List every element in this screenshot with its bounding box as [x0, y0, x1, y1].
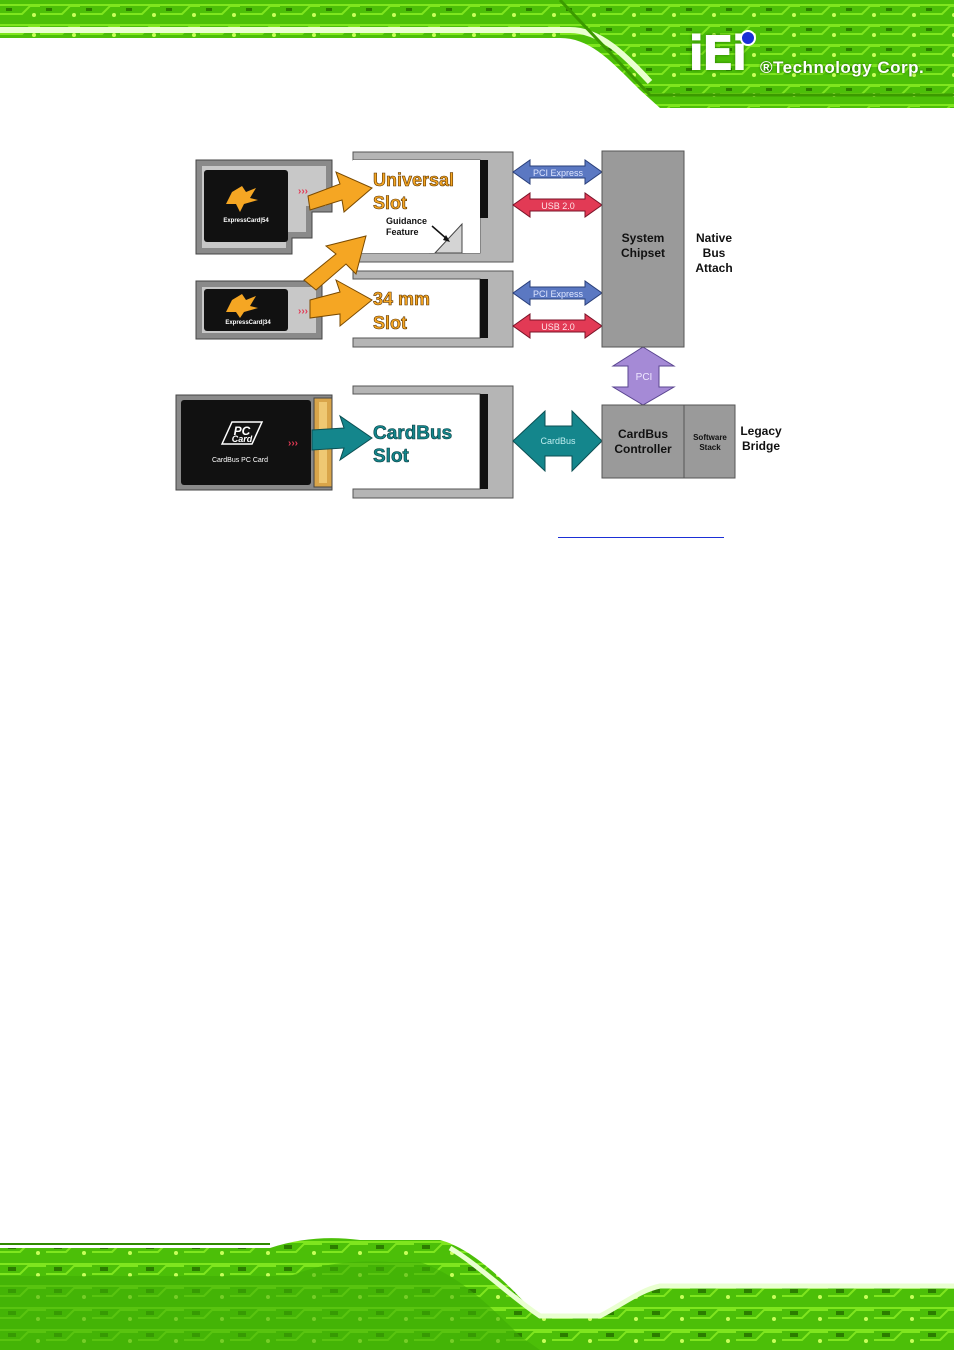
34mm-slot-frame	[353, 271, 513, 347]
svg-text:›››: ›››	[298, 186, 308, 197]
usb-bus-arrow-34mm: USB 2.0	[513, 314, 602, 338]
pccard-label: CardBus PC Card	[212, 457, 268, 464]
cardbus-controller-label-line1: CardBus	[618, 427, 668, 441]
expresscard54-label: ExpressCard|54	[223, 218, 269, 224]
34mm-slot-label-line2: Slot	[373, 313, 407, 333]
usb-bus-label: USB 2.0	[541, 322, 575, 332]
cardbus-bus-arrow: CardBus	[513, 411, 602, 471]
software-stack-label-line2: Stack	[699, 443, 721, 452]
34mm-slot-label-line1: 34 mm	[373, 289, 430, 309]
pcie-bus-label: PCI Express	[533, 168, 584, 178]
system-chipset-label-line1: System	[622, 231, 665, 245]
page-footer	[0, 1236, 954, 1350]
native-bus-note-line1: Native	[696, 231, 732, 245]
expresscard34-card: ExpressCard|34 ›››	[196, 281, 322, 339]
expresscard-architecture-diagram: ExpressCard|54 ››› ExpressCard|34 ››› PC…	[0, 0, 954, 560]
software-stack-block: Software Stack	[684, 405, 735, 478]
software-stack-label-line1: Software	[693, 433, 727, 442]
expresscard34-to-universal-arrow	[304, 236, 366, 290]
pci-bus-label: PCI	[636, 372, 653, 383]
legacy-bridge-note-line1: Legacy	[740, 424, 782, 438]
pcie-bus-label: PCI Express	[533, 289, 584, 299]
footer-pcb-banner	[0, 1236, 954, 1350]
native-bus-note-line3: Attach	[695, 261, 732, 275]
svg-text:›››: ›››	[298, 306, 308, 317]
pccard-card: PC Card CardBus PC Card ›››	[176, 395, 332, 490]
cardbus-controller-block: CardBus Controller	[602, 405, 684, 478]
universal-slot-label-line2: Slot	[373, 193, 407, 213]
usb-bus-arrow-universal: USB 2.0	[513, 193, 602, 217]
universal-slot-label-line1: Universal	[373, 170, 454, 190]
expresscard34-label: ExpressCard|34	[225, 320, 271, 326]
cardbus-slot-label-line1: CardBus	[373, 423, 452, 444]
pccard-logo-line2: Card	[232, 434, 253, 444]
pci-bus-arrow: PCI	[613, 347, 674, 405]
cardbus-controller-label-line2: Controller	[614, 442, 672, 456]
caption-link-underline[interactable]	[558, 536, 724, 538]
guidance-label-line1: Guidance	[386, 216, 427, 226]
system-chipset-label-line2: Chipset	[621, 246, 665, 260]
guidance-label-line2: Feature	[386, 227, 419, 237]
cardbus-slot-label-line2: Slot	[373, 446, 410, 467]
legacy-bridge-note-line2: Bridge	[742, 439, 780, 453]
system-chipset-block: System Chipset	[602, 151, 684, 347]
usb-bus-label: USB 2.0	[541, 201, 575, 211]
pcie-bus-arrow-34mm: PCI Express	[513, 281, 602, 305]
native-bus-note-line2: Bus	[703, 246, 726, 260]
svg-text:›››: ›››	[288, 438, 298, 449]
pcie-bus-arrow-universal: PCI Express	[513, 160, 602, 184]
cardbus-bus-label: CardBus	[540, 436, 576, 446]
